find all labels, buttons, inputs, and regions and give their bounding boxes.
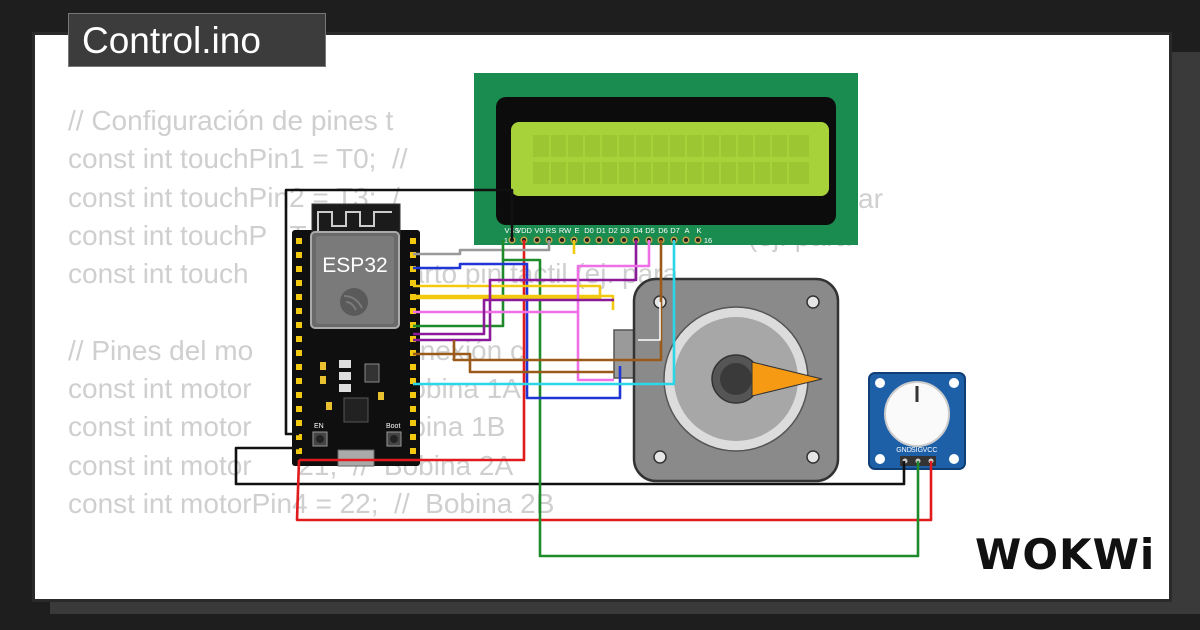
wires [234, 188, 933, 558]
wire-lcd-d7[interactable] [413, 240, 676, 386]
lcd-pin-label: RW [559, 226, 572, 235]
potentiometer[interactable]: GND SIG VCC [868, 372, 966, 470]
esp32-board[interactable]: ESP32 EN Boot [292, 203, 420, 467]
lcd-pin-label: K [696, 226, 701, 235]
pot-knob[interactable] [884, 381, 950, 447]
lcd-pin-label: E [574, 226, 579, 235]
wire-lcd-e[interactable] [413, 240, 602, 300]
pot-pin-label: VCC [923, 447, 938, 454]
code-fragment: ar [858, 183, 883, 214]
wire-gnd-lcd[interactable] [284, 188, 514, 436]
lcd-pin-label: V0 [534, 226, 543, 235]
wire-lcd-d5[interactable] [576, 240, 651, 382]
wire-lcd-rs[interactable] [413, 240, 551, 256]
lcd-pin-label: D0 [584, 226, 594, 235]
lcd-pin-label: D2 [608, 226, 618, 235]
en-label: EN [314, 423, 324, 430]
wire-pot-signal[interactable] [413, 258, 920, 558]
wire-gnd-pot[interactable] [234, 446, 906, 486]
code-line: const int touchPin1 = T0; // [68, 143, 408, 175]
lcd-pin-label: D4 [633, 226, 643, 235]
wire-vcc-lcd[interactable] [299, 240, 526, 462]
code-line: // Configuración de pines t [68, 105, 394, 136]
lcd-pin-label: D7 [670, 226, 680, 235]
lcd-pin-last: 16 [704, 236, 712, 245]
file-title: Control.ino [82, 20, 261, 61]
esp32-label: ESP32 [322, 254, 387, 277]
stepper-motor[interactable] [613, 277, 840, 483]
lcd-pin-label: D5 [645, 226, 655, 235]
file-title-tab[interactable]: Control.ino [68, 13, 326, 67]
espressif-logo-icon [340, 288, 368, 316]
wire-vcc-pot[interactable] [295, 459, 933, 522]
lcd-pin-label: VDD [516, 226, 532, 235]
usb-port [337, 449, 375, 467]
pot-pin-label: SIG [911, 447, 923, 454]
lcd-pin-label: RS [546, 226, 556, 235]
lcd-pin-label: A [684, 226, 689, 235]
pot-pin-label: GND [896, 447, 912, 454]
wire-motor-1[interactable] [413, 262, 622, 400]
wokwi-logo: WOKWi [975, 530, 1156, 579]
lcd-pin-label: D1 [596, 226, 606, 235]
boot-label: Boot [386, 423, 400, 430]
lcd-display[interactable]: VSS VDD V0 RS RW E D0 D1 D2 D3 D4 D5 D6 … [474, 73, 858, 245]
lcd-pin-first: 1 [504, 236, 508, 245]
lcd-pin-label: D6 [658, 226, 668, 235]
wire-lcd-d6[interactable] [452, 240, 663, 362]
lcd-pin-label: D3 [620, 226, 630, 235]
code-line: const int motorPin4 = 22; // Bobina 2B [68, 487, 555, 519]
